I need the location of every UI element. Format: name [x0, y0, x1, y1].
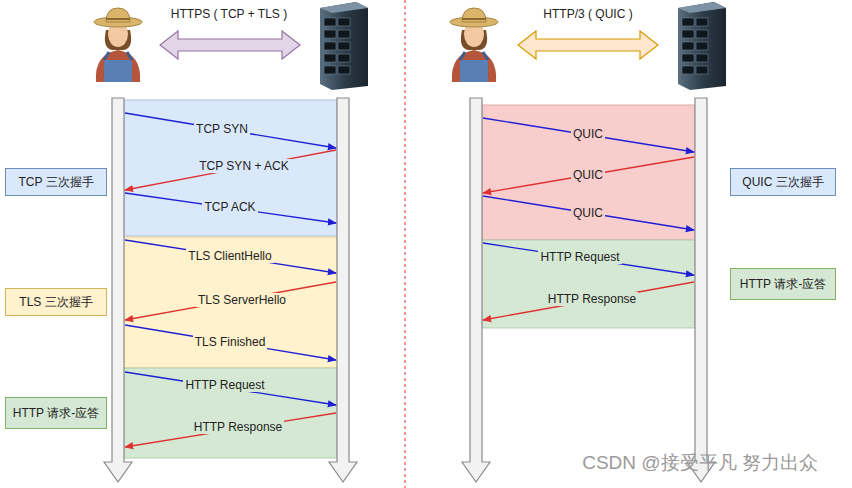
stage-label: TCP 三次握手 — [18, 174, 93, 191]
message-label: HTTP Response — [546, 292, 638, 306]
message-label: TLS ServerHello — [196, 293, 288, 307]
message-label: TCP ACK — [202, 200, 257, 214]
stage-label-box: HTTP 请求-应答 — [730, 268, 836, 300]
message-label: TLS Finished — [193, 335, 268, 349]
message-label: HTTP Response — [192, 420, 284, 434]
message-label: QUIC — [571, 127, 605, 141]
message-label: QUIC — [571, 206, 605, 220]
stage-label-box: HTTP 请求-应答 — [5, 397, 107, 429]
message-label: QUIC — [571, 168, 605, 182]
protocol-title: HTTPS ( TCP + TLS ) — [169, 7, 289, 21]
protocol-title: HTTP/3 ( QUIC ) — [541, 7, 634, 21]
message-label: TCP SYN — [194, 122, 250, 136]
stage-label-box: TCP 三次握手 — [5, 168, 107, 196]
stage-label-box: QUIC 三次握手 — [730, 168, 836, 196]
stage-label: HTTP 请求-应答 — [740, 276, 826, 293]
message-label: TLS ClientHello — [186, 249, 273, 263]
watermark: CSDN @接受平凡 努力出众 — [582, 456, 818, 470]
stage-label: TLS 三次握手 — [19, 294, 92, 311]
message-label: TCP SYN + ACK — [197, 159, 290, 173]
stage-label: QUIC 三次握手 — [742, 174, 823, 191]
message-label: HTTP Request — [538, 250, 621, 264]
message-label: HTTP Request — [183, 378, 266, 392]
stage-label-box: TLS 三次握手 — [5, 288, 107, 316]
stage-label: HTTP 请求-应答 — [13, 405, 99, 422]
